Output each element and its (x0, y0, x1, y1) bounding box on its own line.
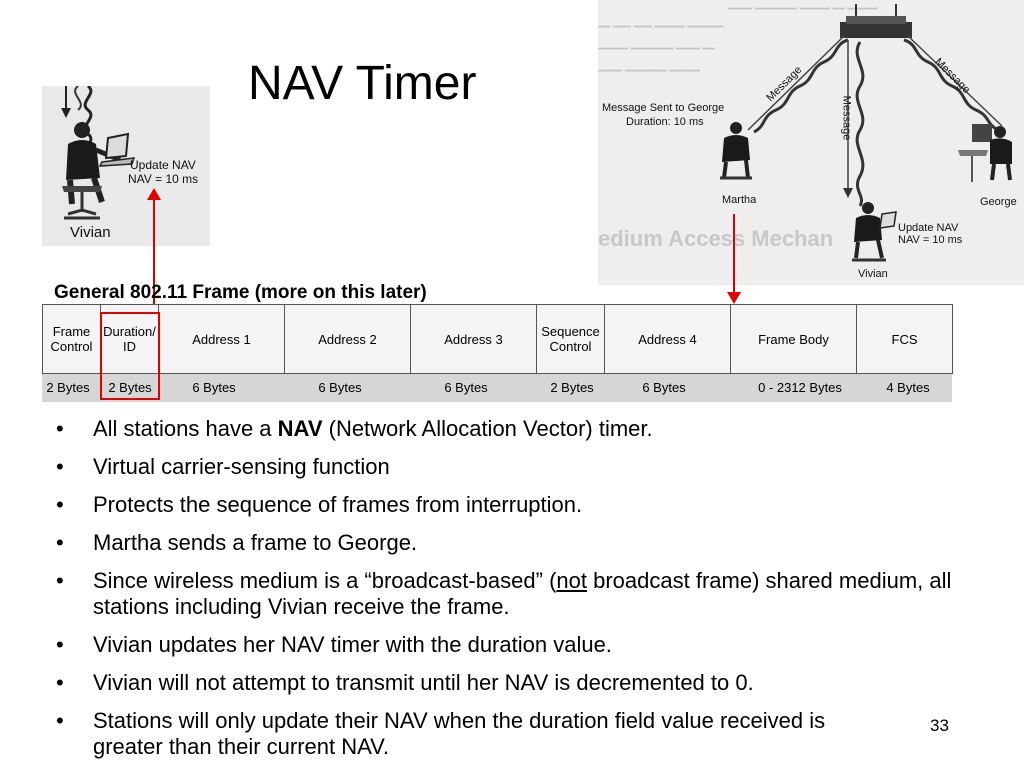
size-address-4: 6 Bytes (642, 380, 686, 395)
page-number: 33 (930, 716, 949, 735)
bullet-dot-icon: • (56, 530, 64, 555)
bullet-item: • Vivian will not attempt to transmit un… (56, 670, 754, 695)
duration-arrow-head-icon (147, 188, 161, 200)
faded-heading: edium Access Mechan (598, 226, 834, 251)
field-size-row: 2 Bytes 2 Bytes 6 Bytes 6 Bytes 6 Bytes … (42, 376, 952, 400)
scene-nav-value-label: NAV = 10 ms (898, 234, 963, 246)
vivian-nav-value-label: NAV = 10 ms (128, 172, 199, 186)
message-label-down: Message (840, 95, 853, 141)
bullet-item: • Since wireless medium is a “broadcast-… (56, 568, 952, 619)
martha-arrow-head-icon (727, 292, 741, 304)
field-address-2: Address 2 (284, 304, 411, 374)
bullet-dot-icon: • (56, 416, 64, 441)
bullet-dot-icon: • (56, 708, 64, 733)
size-address-2: 6 Bytes (318, 380, 362, 395)
bullet-dot-icon: • (56, 492, 64, 517)
bullet-item: • Martha sends a frame to George. (56, 530, 418, 555)
field-address-4: Address 4 (604, 304, 731, 374)
bullet-dot-icon: • (56, 670, 64, 695)
message-sent-label: Message Sent to George (602, 102, 725, 114)
scene-vivian-label: Vivian (858, 268, 888, 280)
bullet-item: • All stations have a NAV (Network Alloc… (56, 416, 653, 441)
bullet-dot-icon: • (56, 454, 64, 479)
frame-fields: Frame Control Duration/ ID Address 1 Add… (42, 304, 953, 374)
size-address-1: 6 Bytes (192, 380, 236, 395)
bullet-item: • Stations will only update their NAV wh… (56, 708, 826, 759)
network-diagram-icon (720, 4, 1012, 262)
size-address-3: 6 Bytes (444, 380, 488, 395)
scene-update-nav-label: Update NAV (898, 222, 959, 234)
bullet-dot-icon: • (56, 632, 64, 657)
martha-arrow-line (733, 214, 735, 294)
martha-label: Martha (722, 194, 757, 206)
vivian-figure-icon (61, 86, 136, 220)
field-frame-body: Frame Body (730, 304, 857, 374)
network-scene-image: ━━━━ ━━━━━━━ ━━━━━ ━━ ━━━━━ ━━ ━━━ ━━━ ━… (598, 0, 1024, 285)
field-duration-id: Duration/ ID (100, 304, 159, 374)
size-fcs: 4 Bytes (886, 380, 930, 395)
frame-format-table: Frame Control Duration/ ID Address 1 Add… (42, 304, 953, 402)
george-label: George (980, 196, 1017, 208)
vivian-name-label: Vivian (70, 224, 111, 241)
duration-field-highlight (100, 312, 160, 400)
slide-title: NAV Timer (248, 57, 477, 110)
size-duration-id: 2 Bytes (108, 380, 152, 395)
field-address-1: Address 1 (158, 304, 285, 374)
field-fcs: FCS (856, 304, 953, 374)
duration-arrow-line (153, 196, 155, 312)
field-sequence-control: Sequence Control (536, 304, 605, 374)
field-address-3: Address 3 (410, 304, 537, 374)
bullet-dot-icon: • (56, 568, 64, 593)
frame-caption: General 802.11 Frame (more on this later… (54, 282, 427, 303)
bullet-list: • All stations have a NAV (Network Alloc… (56, 416, 966, 772)
message-duration-label: Duration: 10 ms (626, 116, 704, 128)
bullet-item: • Virtual carrier-sensing function (56, 454, 390, 479)
field-frame-control: Frame Control (42, 304, 101, 374)
size-sequence-control: 2 Bytes (550, 380, 594, 395)
size-frame-control: 2 Bytes (46, 380, 90, 395)
bullet-item: • Protects the sequence of frames from i… (56, 492, 583, 517)
bullet-item: • Vivian updates her NAV timer with the … (56, 632, 612, 657)
size-frame-body: 0 - 2312 Bytes (758, 380, 842, 395)
vivian-station-image: Update NAV NAV = 10 ms Vivian (42, 86, 210, 246)
vivian-update-nav-label: Update NAV (130, 158, 196, 172)
